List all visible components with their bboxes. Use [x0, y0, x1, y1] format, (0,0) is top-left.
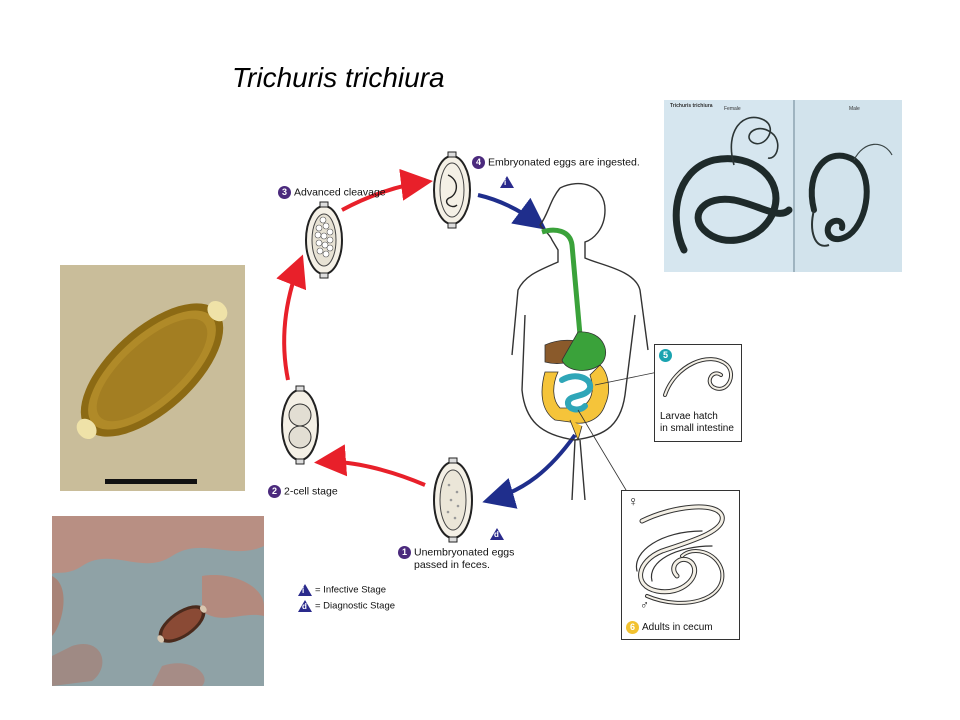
step-3-badge: 3	[278, 186, 291, 199]
diagnostic-stage-icon: d	[490, 528, 504, 540]
large-intestine	[541, 364, 610, 424]
human-figure	[511, 183, 649, 501]
page-title: Trichuris trichiura	[232, 62, 445, 93]
step-6-badge: 6	[626, 621, 639, 634]
male-symbol: ♂	[640, 598, 649, 612]
arrow-2-to-3	[276, 254, 307, 381]
egg-stage-4	[433, 151, 471, 229]
adult-photo-female-label: Female	[724, 106, 741, 112]
adult-photo-male-label: Male	[849, 106, 860, 112]
adult-worms-photo: Trichuris trichiura Female Male	[664, 100, 902, 272]
larvae-inset: 5 Larvae hatch in small intestine	[654, 344, 742, 442]
legend-diagnostic: d= Diagnostic Stage	[298, 600, 395, 612]
arrow-intestine-to-1	[482, 433, 577, 509]
esophagus	[541, 227, 583, 336]
step-5-text-line2: in small intestine	[660, 423, 734, 434]
infective-stage-icon: i	[500, 176, 514, 188]
legend-infective-icon: i	[298, 584, 312, 596]
infective-marker: i	[500, 176, 517, 188]
step-1-badge: 1	[398, 546, 411, 559]
egg-in-stool-photo	[52, 516, 264, 686]
egg-stage-3	[305, 201, 343, 279]
egg-stage-1	[433, 457, 473, 543]
step-6-text: Adults in cecum	[642, 622, 713, 634]
adult-photo-heading: Trichuris trichiura	[670, 103, 713, 109]
arrow-1-to-2	[314, 444, 426, 487]
step-3-text: Advanced cleavage	[294, 186, 386, 199]
legend-infective: i= Infective Stage	[298, 584, 386, 596]
arrow-4-to-mouth	[477, 193, 547, 230]
step-4-text: Embryonated eggs are ingested.	[488, 156, 640, 169]
step-2-text: 2-cell stage	[284, 485, 338, 498]
step-5-text-line1: Larvae hatch	[660, 411, 718, 422]
legend-diagnostic-icon: d	[298, 600, 312, 612]
small-intestine	[559, 373, 594, 413]
step-1-text-line2: passed in feces.	[414, 559, 490, 571]
stomach	[561, 331, 607, 371]
step-1-text-line1: Unembryonated eggs	[414, 546, 515, 559]
legend-infective-text: = Infective Stage	[315, 584, 387, 596]
step-4-badge: 4	[472, 156, 485, 169]
egg-stage-2	[281, 385, 319, 465]
legend-diagnostic-text: = Diagnostic Stage	[315, 600, 396, 612]
arrow-3-to-4	[341, 168, 433, 212]
egg-micrograph-photo	[60, 265, 245, 491]
step-5-badge: 5	[659, 349, 672, 362]
female-symbol: ♀	[628, 493, 639, 509]
diagnostic-marker: d	[490, 528, 507, 540]
step-2-badge: 2	[268, 485, 281, 498]
